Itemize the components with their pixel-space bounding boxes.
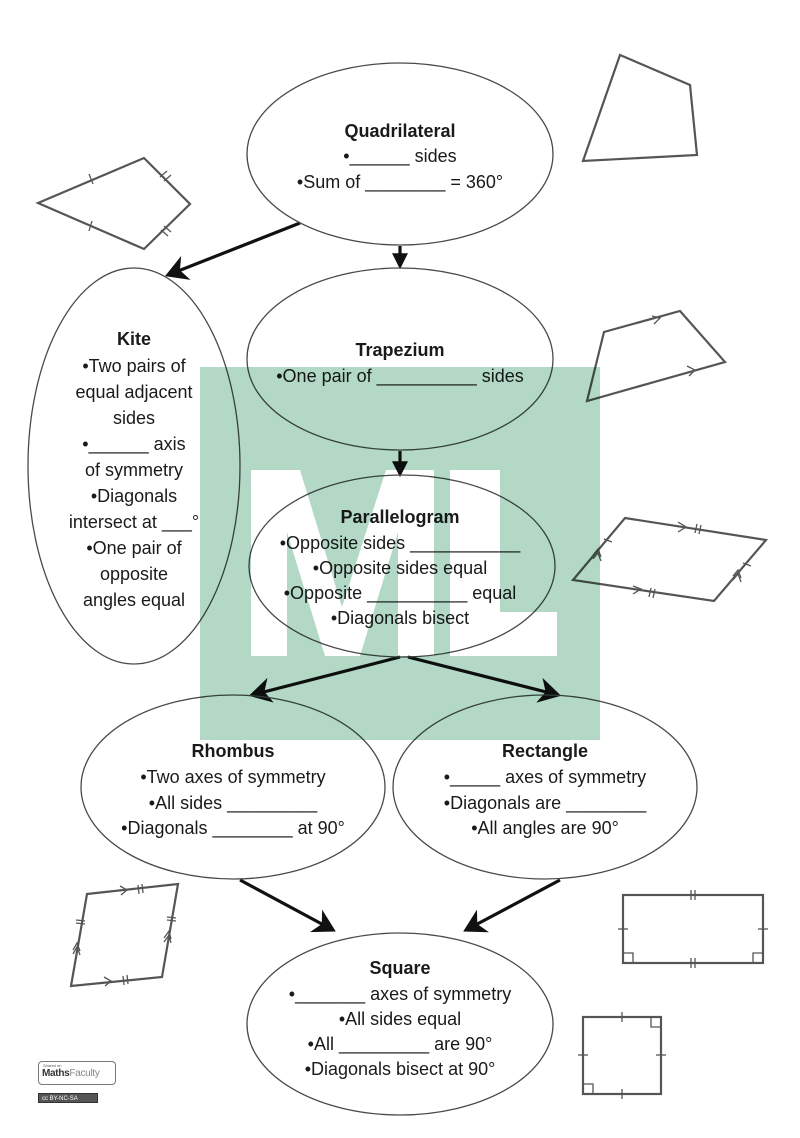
node-title: Kite bbox=[117, 329, 151, 349]
node-line: •_____ axes of symmetry bbox=[444, 767, 646, 788]
node-ellipse-square bbox=[246, 932, 554, 1116]
logo-text-bold: Maths bbox=[42, 1068, 70, 1079]
node-line: •Opposite __________ equal bbox=[284, 583, 517, 604]
node-rectangle: Rectangle •_____ axes of symmetry •Diago… bbox=[444, 741, 647, 838]
node-line: equal adjacent bbox=[75, 382, 192, 402]
node-line: •______ sides bbox=[343, 146, 456, 167]
node-line: •______ axis bbox=[82, 434, 185, 455]
footer: Shared on MathsFaculty cc BY-NC-SA bbox=[38, 1061, 116, 1103]
node-line: •One pair of bbox=[86, 538, 182, 558]
node-title: Trapezium bbox=[355, 340, 444, 360]
node-quadrilateral: Quadrilateral •______ sides •Sum of ____… bbox=[297, 121, 503, 193]
arrow-rhombus-to-square bbox=[239, 878, 336, 933]
node-line: •Diagonals bisect at 90° bbox=[305, 1059, 496, 1079]
node-title: Parallelogram bbox=[340, 507, 459, 527]
node-line: opposite bbox=[100, 564, 168, 584]
arrow-quadrilateral-to-kite bbox=[165, 221, 301, 280]
node-line: •Diagonals bbox=[91, 486, 177, 506]
node-line: •Diagonals ________ at 90° bbox=[121, 818, 345, 839]
node-line: •All sides equal bbox=[339, 1009, 461, 1029]
node-line: of symmetry bbox=[85, 460, 183, 480]
arrow-rectangle-to-square bbox=[463, 878, 561, 933]
node-line: •All sides _________ bbox=[149, 793, 318, 814]
logo-text-light: Faculty bbox=[69, 1068, 100, 1079]
node-line: intersect at ___° bbox=[69, 512, 199, 533]
square-shape bbox=[578, 1012, 666, 1099]
node-title: Square bbox=[369, 958, 430, 978]
kite-shape bbox=[35, 156, 192, 251]
node-line: •Diagonals are ________ bbox=[444, 793, 647, 814]
license-badge[interactable]: cc BY-NC-SA bbox=[38, 1093, 98, 1103]
parallelogram-shape bbox=[570, 516, 769, 603]
node-rhombus: Rhombus •Two axes of symmetry •All sides… bbox=[121, 741, 345, 839]
node-line: •Opposite sides ___________ bbox=[280, 533, 521, 554]
node-trapezium: Trapezium •One pair of __________ sides bbox=[276, 340, 523, 387]
arrow-parallelogram-to-rhombus bbox=[248, 655, 401, 703]
node-line: •All angles are 90° bbox=[471, 818, 619, 838]
node-line: •Opposite sides equal bbox=[313, 558, 487, 578]
node-line: •Two axes of symmetry bbox=[140, 767, 325, 787]
node-line: •_______ axes of symmetry bbox=[289, 984, 511, 1005]
node-line: •Diagonals bisect bbox=[331, 608, 469, 628]
node-line: •One pair of __________ sides bbox=[276, 366, 523, 387]
node-parallelogram: Parallelogram •Opposite sides __________… bbox=[280, 507, 521, 628]
quadrilateral-shape bbox=[581, 53, 699, 163]
node-kite: Kite •Two pairs of equal adjacent sides … bbox=[69, 329, 199, 610]
logo-caption: Shared on bbox=[43, 1063, 62, 1068]
node-ellipse-rhombus bbox=[80, 694, 386, 880]
node-title: Rhombus bbox=[192, 741, 275, 761]
node-line: •All _________ are 90° bbox=[308, 1034, 493, 1055]
node-line: •Two pairs of bbox=[82, 356, 186, 376]
node-line: angles equal bbox=[83, 590, 185, 610]
node-title: Quadrilateral bbox=[344, 121, 455, 141]
node-line: •Sum of ________ = 360° bbox=[297, 172, 503, 193]
maths-faculty-logo[interactable]: Shared on MathsFaculty bbox=[38, 1061, 116, 1085]
node-line: sides bbox=[113, 408, 155, 428]
node-title: Rectangle bbox=[502, 741, 588, 761]
node-square: Square •_______ axes of symmetry •All si… bbox=[289, 958, 511, 1079]
node-ellipse-rectangle bbox=[392, 694, 698, 880]
trapezium-shape bbox=[585, 309, 727, 403]
arrow-parallelogram-to-rectangle bbox=[407, 655, 562, 703]
rhombus-shape bbox=[69, 882, 180, 988]
logo-text: MathsFaculty bbox=[42, 1068, 100, 1079]
rectangle-shape bbox=[618, 890, 768, 968]
node-ellipse-quadrilateral bbox=[246, 62, 554, 246]
